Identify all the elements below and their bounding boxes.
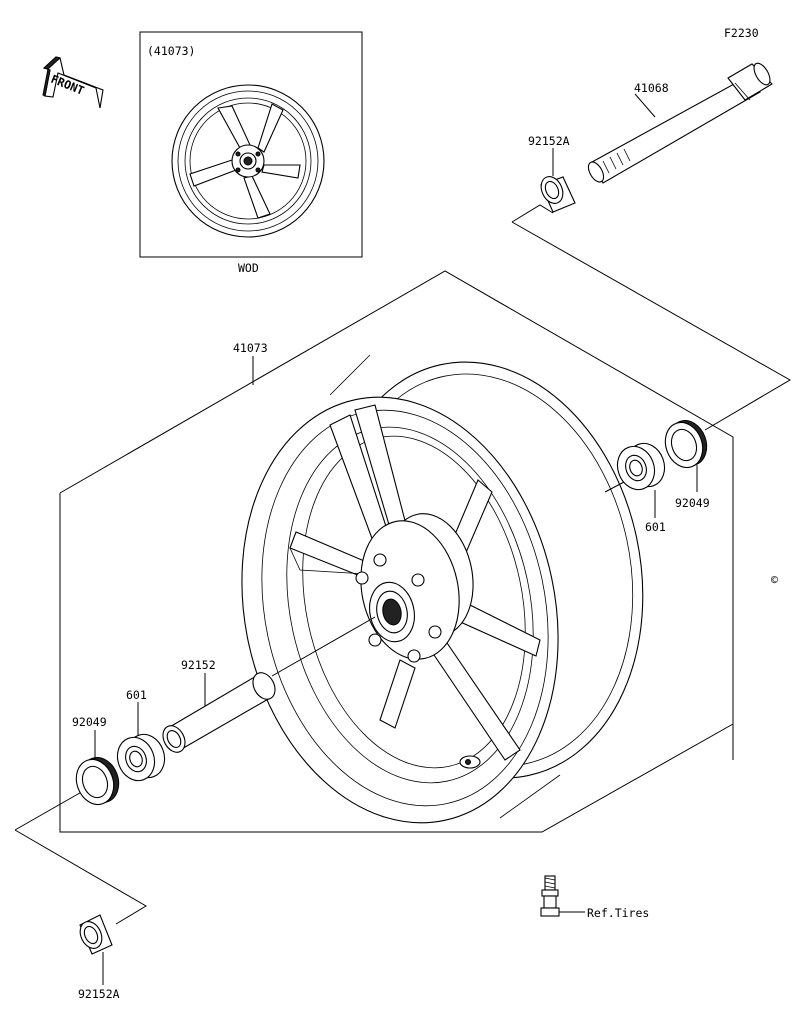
inset-wheel-icon (171, 84, 325, 238)
valve-icon (540, 875, 560, 917)
inset-box: (41073) WOD (139, 31, 363, 275)
front-label: FRONT (49, 72, 86, 98)
bearing-right-icon (616, 442, 666, 491)
label-collar-left: 92152A (78, 987, 120, 1001)
copyright-symbol: © (771, 573, 778, 587)
label-seal-right: 92049 (675, 496, 710, 510)
wheel-icon (241, 354, 644, 824)
inset-ref-label: (41073) (147, 44, 195, 58)
front-arrow-icon (42, 56, 104, 109)
label-collar-right: 92152A (528, 134, 570, 148)
diagram-code: F2230 (724, 26, 759, 40)
collar-left-icon (79, 914, 113, 955)
label-wheel: 41073 (233, 341, 268, 355)
seal-left-icon (75, 757, 120, 806)
label-seal-left: 92049 (72, 715, 107, 729)
axle-icon (587, 62, 773, 184)
inset-variant-label: WOD (238, 261, 259, 275)
label-bearing-right: 601 (645, 520, 666, 534)
spacer-icon (162, 672, 276, 753)
collar-right-icon (540, 176, 576, 213)
label-valve-ref: Ref.Tires (587, 906, 649, 920)
label-spacer: 92152 (181, 658, 216, 672)
label-bearing-left: 601 (126, 688, 147, 702)
label-axle: 41068 (634, 81, 669, 95)
bearing-left-icon (116, 733, 166, 782)
seal-right-icon (664, 420, 708, 469)
